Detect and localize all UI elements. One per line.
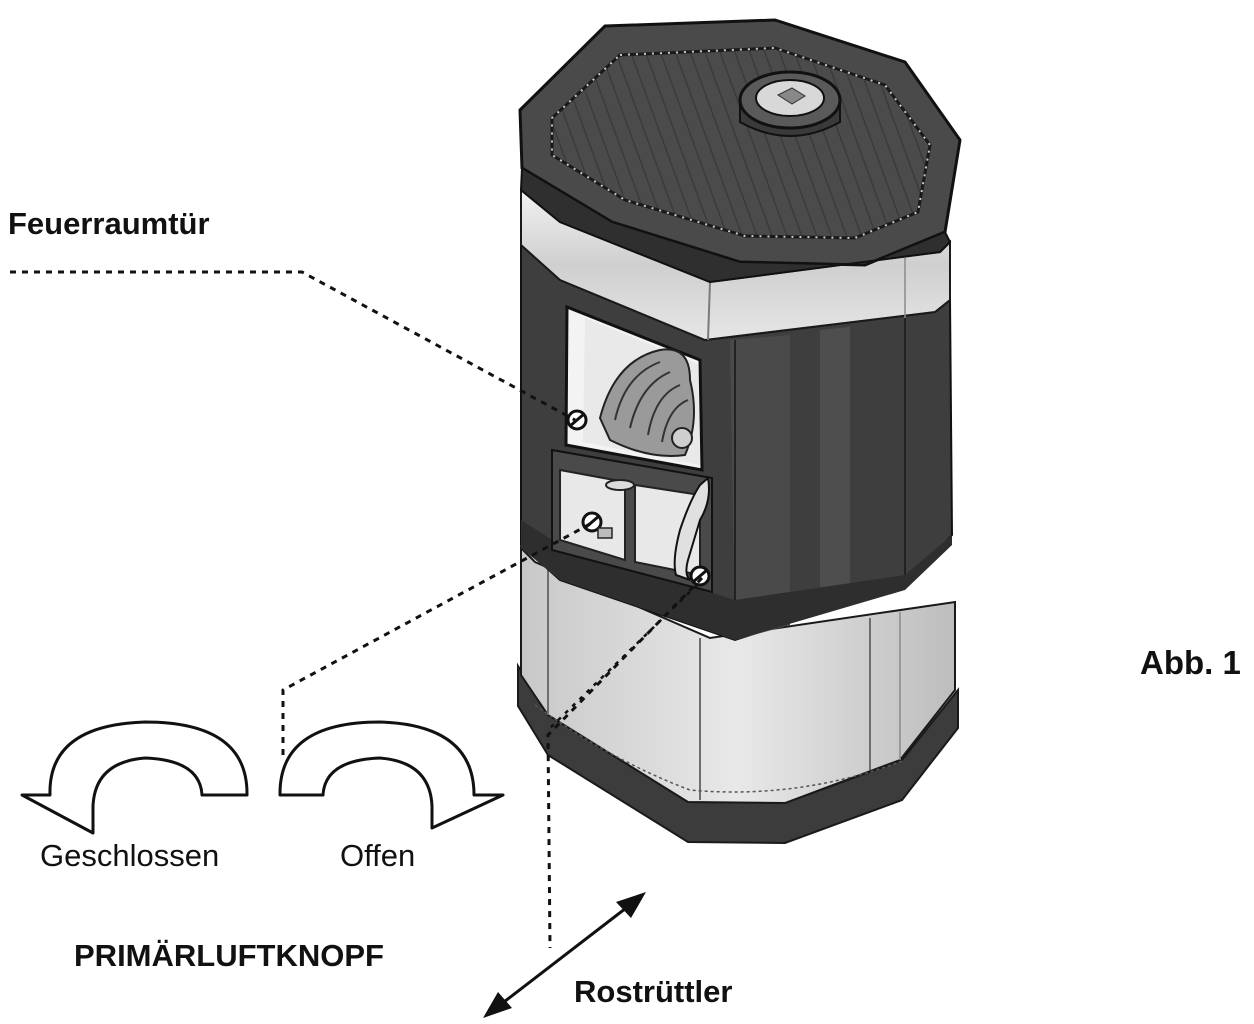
door-handle bbox=[673, 476, 710, 581]
curved-arrow-right-icon bbox=[278, 720, 505, 830]
label-closed: Geschlossen bbox=[40, 838, 220, 873]
flame-graphic bbox=[598, 348, 695, 457]
double-headed-arrow-icon bbox=[483, 892, 646, 1018]
leader-line-air-knob bbox=[281, 522, 591, 755]
flue-collar bbox=[738, 70, 842, 137]
leader-line-shaker-secondary bbox=[547, 584, 698, 731]
door-knob bbox=[566, 409, 588, 431]
leader-line-door bbox=[10, 270, 576, 422]
stove bbox=[517, 18, 962, 845]
label-primary-air-knob: PRIMÄRLUFTKNOPF bbox=[74, 938, 384, 973]
label-grate-shaker: Rostrüttler bbox=[574, 974, 733, 1009]
grate-shaker-knob bbox=[689, 565, 711, 587]
label-open: Offen bbox=[340, 838, 416, 873]
curved-arrow-left-icon bbox=[20, 720, 249, 835]
leader-line-shaker bbox=[546, 576, 704, 949]
figure-number: Abb. 1 bbox=[1140, 644, 1241, 681]
label-firebox-door: Feuerraumtür bbox=[8, 206, 210, 241]
